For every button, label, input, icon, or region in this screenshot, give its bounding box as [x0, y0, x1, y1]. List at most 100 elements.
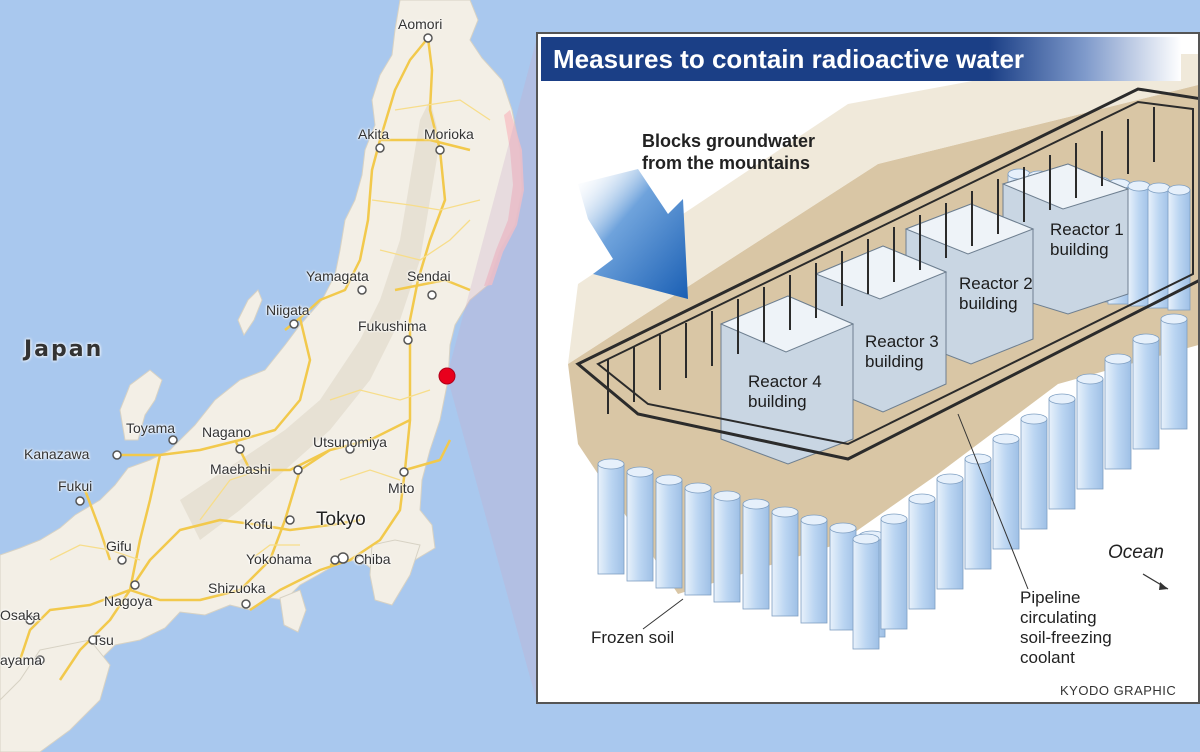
reactor-1-roof [1001, 163, 1130, 210]
city-label-sendai: Sendai [407, 268, 451, 284]
frozen-column-top [964, 453, 992, 465]
frozen-column-top [742, 498, 770, 510]
city-label-aomori: Aomori [398, 16, 443, 32]
frozen-column [1048, 398, 1076, 510]
frozen-column-top [1048, 393, 1076, 405]
ocean-arrow-head [1159, 582, 1168, 590]
sado-island [237, 289, 263, 337]
city-label-shizuoka: Shizuoka [208, 580, 266, 596]
ocean-label: Ocean [1108, 542, 1164, 563]
city-label-yokohama: Yokohama [246, 551, 312, 567]
fukushima-plant-marker[interactable] [438, 367, 456, 385]
city-label-fukushima: Fukushima [358, 318, 427, 334]
arrow-label-line2: from the mountains [642, 153, 811, 173]
pipeline-leader [957, 413, 1029, 590]
frozen-column-top [1132, 333, 1160, 345]
frozen-column [1020, 418, 1048, 530]
city-label-nagoya: Nagoya [104, 593, 153, 609]
reactor-1-label-line1: Reactor 1 [1050, 220, 1124, 239]
frozen-column [1160, 318, 1188, 430]
city-label-toyama: Toyama [126, 420, 176, 436]
city-label-gifu: Gifu [106, 538, 132, 554]
city-label-kofu: Kofu [244, 516, 273, 532]
diagram-title: Measures to contain radioactive water [541, 37, 1181, 81]
reactor-3-roof [814, 245, 948, 300]
reactor-2-label-line1: Reactor 2 [959, 274, 1033, 293]
city-label-morioka: Morioka [424, 126, 474, 142]
frozen-column [742, 503, 770, 610]
coolant-pipes [607, 107, 1155, 414]
pipeline-label-line3: soil-freezing [1020, 628, 1112, 647]
reactor-2-roof [904, 203, 1035, 255]
city-label-nagano: Nagano [202, 424, 252, 440]
country-label-japan: Japan [24, 337, 104, 362]
city-label-chiba: Chiba [354, 551, 391, 567]
city-label-mito: Mito [388, 480, 415, 496]
frozen-column-top [1160, 313, 1188, 325]
frozen-column [626, 471, 654, 582]
city-label-akita: Akita [358, 126, 390, 142]
frozen-column [713, 495, 741, 603]
reactor-4-label-line1: Reactor 4 [748, 372, 822, 391]
frozen-column-top [908, 493, 936, 505]
city-label-kanazawa: Kanazawa [24, 446, 90, 462]
reactor-4-roof [719, 295, 855, 353]
frozen-column-top [684, 482, 712, 494]
reactor-buildings [719, 163, 1130, 465]
ground-strip-top [568, 54, 1198, 364]
city-label-wakayama: ayama [0, 652, 43, 668]
frozen-column [1104, 358, 1132, 470]
reactor-2-label-line2: building [959, 294, 1018, 313]
frozen-column [684, 487, 712, 596]
frozen-column-top [1076, 373, 1104, 385]
pipeline-label-line1: Pipeline [1020, 588, 1081, 607]
frozen-column-top [800, 514, 828, 526]
frozen-column-top [1127, 180, 1151, 192]
frozen-column [829, 527, 857, 631]
frozen-column [1132, 338, 1160, 450]
secondary-roads [49, 99, 491, 561]
city-label-fukui: Fukui [58, 478, 93, 494]
frozen-column [908, 498, 936, 610]
city-label-osaka: Osaka [0, 607, 41, 623]
city-dots [25, 33, 445, 665]
frozen-column-top [1020, 413, 1048, 425]
frozen-column [771, 511, 799, 617]
containment-diagram-panel: Measures to contain radioactive water Bl… [536, 32, 1200, 704]
city-label-utsunomiya: Utsunomiya [313, 434, 387, 450]
frozen-column-top [936, 473, 964, 485]
reactor-4-label-line2: building [748, 392, 807, 411]
frozen-column-top [1147, 182, 1171, 194]
pipeline-label-line4: coolant [1020, 648, 1075, 667]
izu-peninsula [279, 589, 307, 633]
coolant-pipeline-frame [575, 87, 1198, 461]
city-label-tsu: Tsu [92, 632, 114, 648]
city-label-yamagata: Yamagata [306, 268, 369, 284]
frozen-column [1127, 185, 1151, 307]
arrow-label-line1: Blocks groundwater [642, 131, 816, 151]
groundwater-arrow [578, 169, 688, 299]
frozen-column-top [597, 458, 625, 470]
city-label-tokyo: Tokyo [316, 509, 366, 530]
frozen-column-top [880, 513, 908, 525]
boso-peninsula [369, 539, 421, 606]
frozen-column [936, 478, 964, 590]
frozen-soil-leader [642, 598, 684, 630]
highway-network [18, 37, 471, 681]
credit-label: KYODO GRAPHIC [1060, 683, 1177, 698]
frozen-column [964, 458, 992, 570]
ice-wall-diagram [568, 54, 1198, 650]
city-label-niigata: Niigata [266, 302, 310, 318]
frozen-column-top [1167, 184, 1191, 196]
frozen-column [597, 463, 625, 575]
frozen-column [852, 538, 880, 650]
frozen-column-top [852, 533, 880, 545]
frozen-column-top [771, 506, 799, 518]
frozen-column-top [829, 522, 857, 534]
frozen-column [655, 479, 683, 589]
mountain-shading [180, 100, 440, 540]
frozen-column-top [626, 466, 654, 478]
frozen-column-top [713, 490, 741, 502]
frozen-soil-label: Frozen soil [591, 628, 675, 647]
